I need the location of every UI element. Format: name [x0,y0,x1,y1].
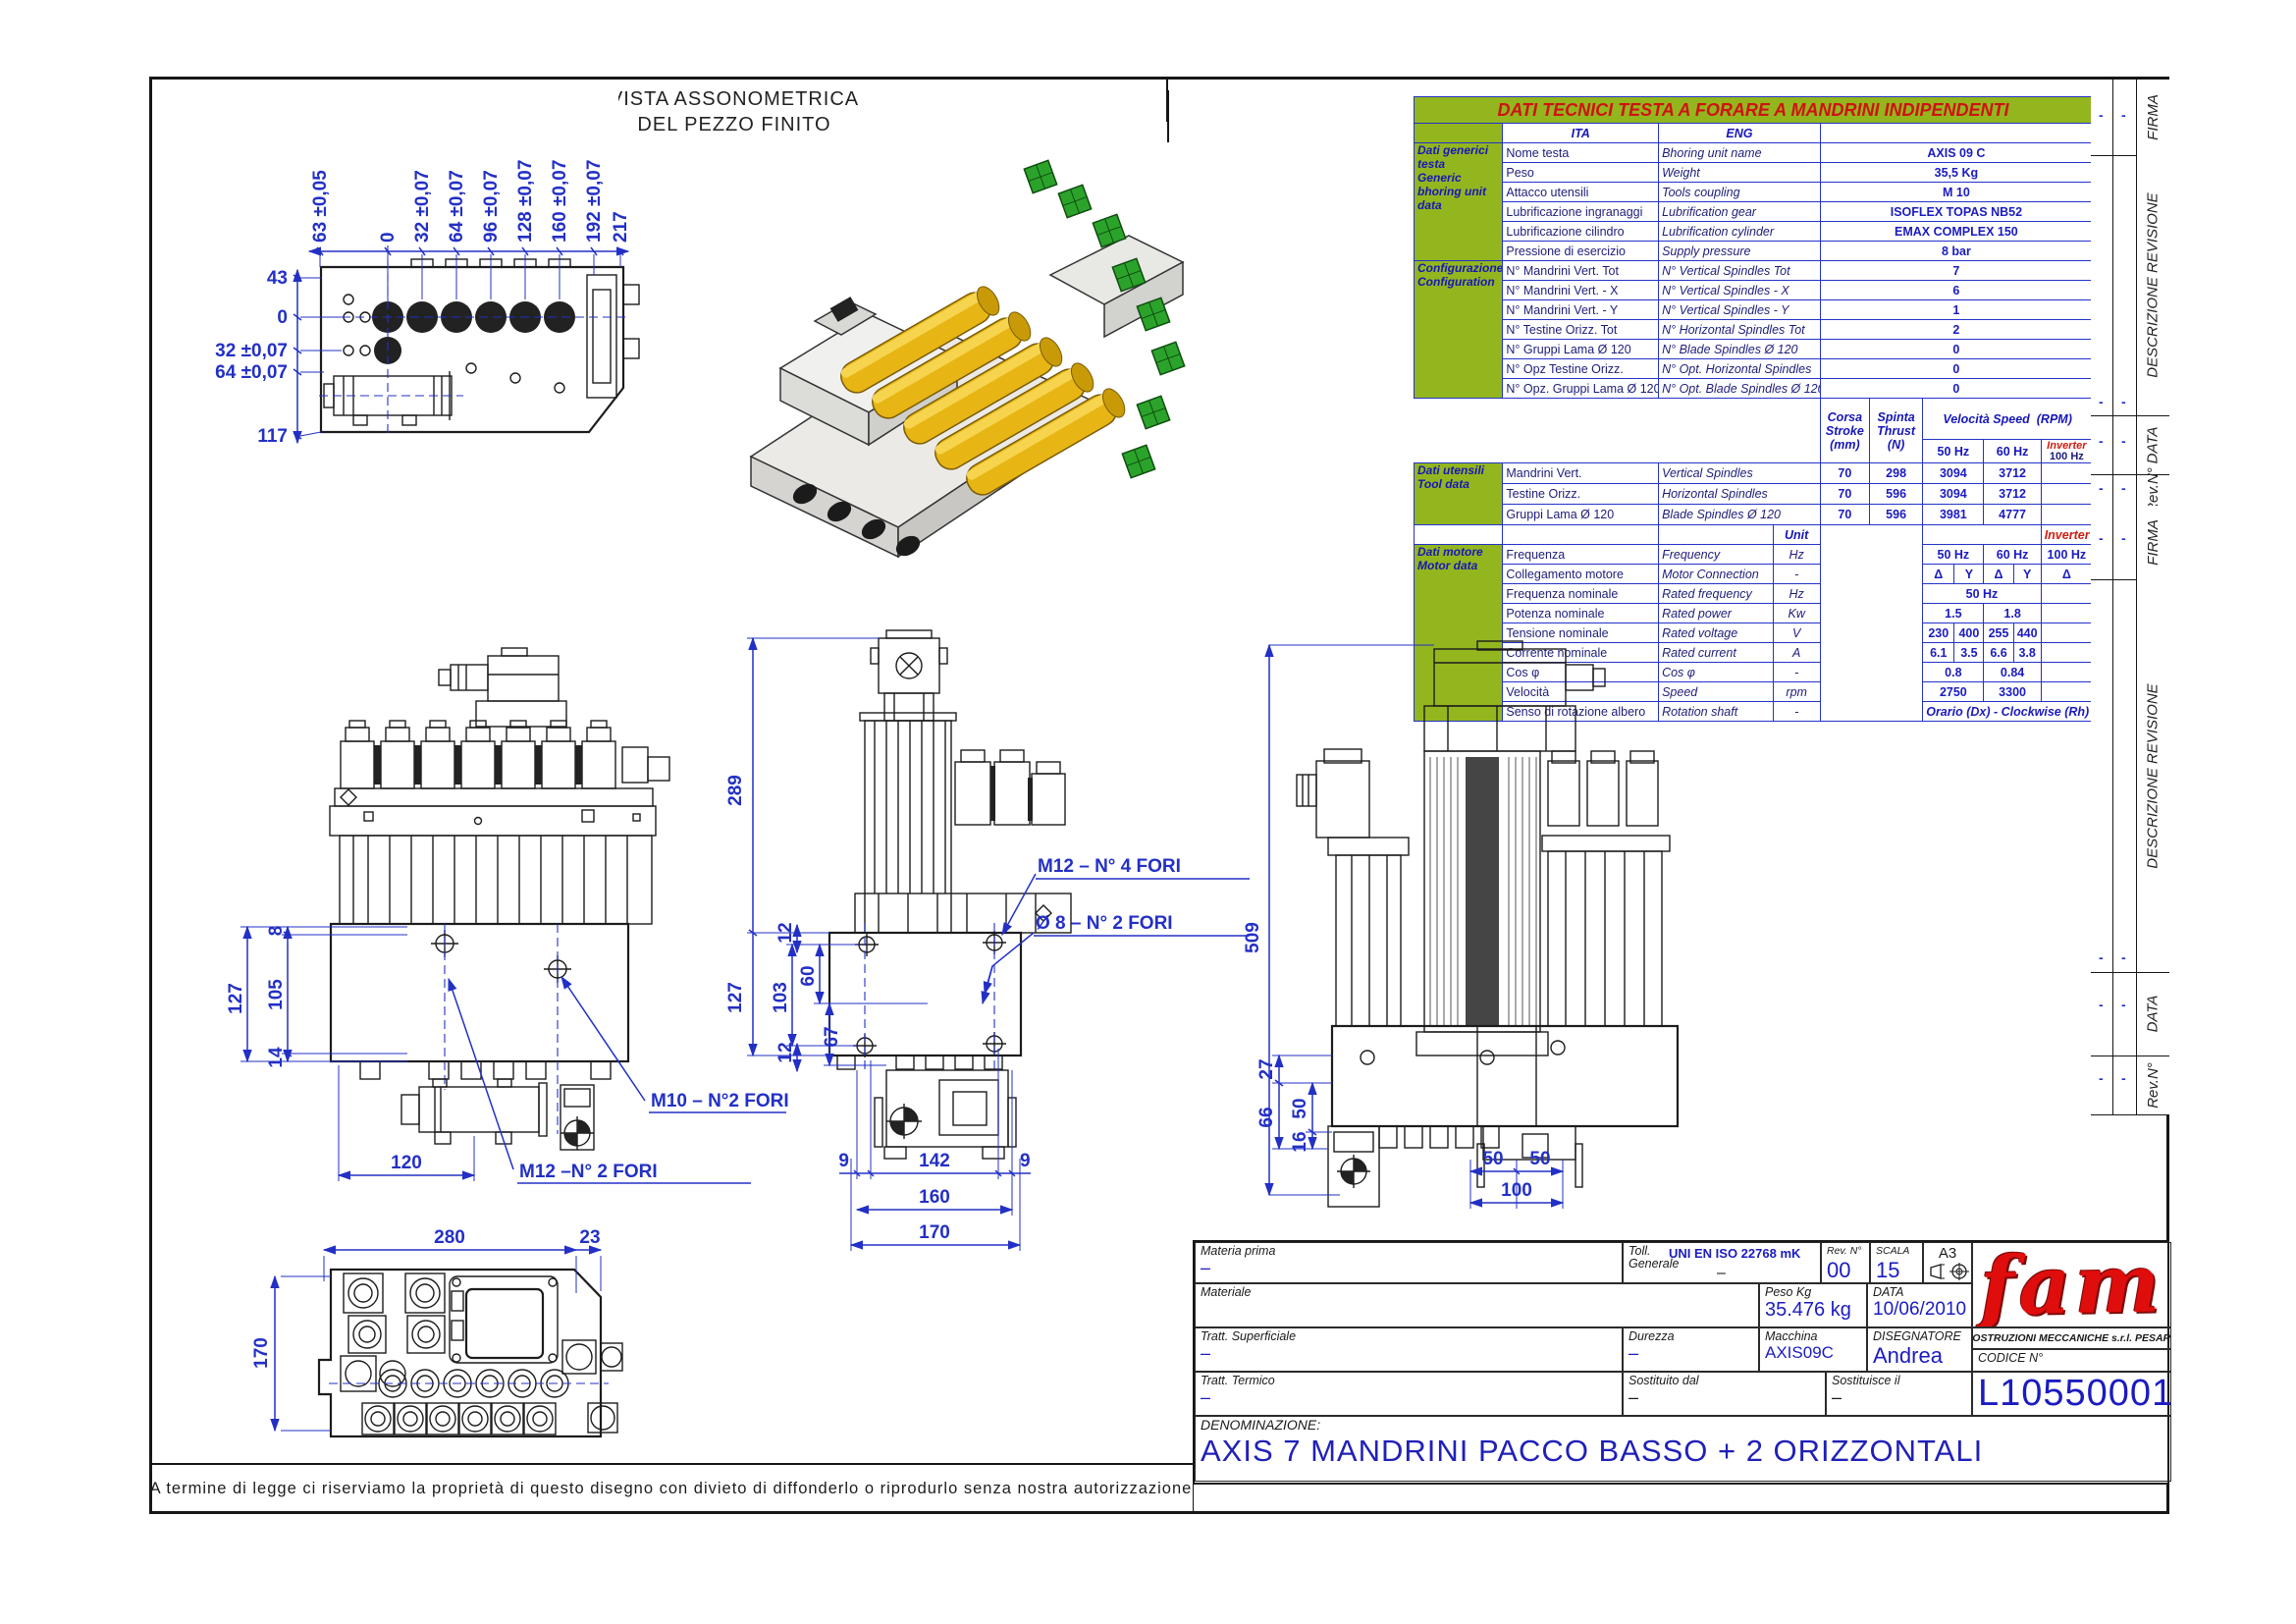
dimension-label: 509 [1243,922,1263,953]
dimension-label: 128 ±0,07 [515,160,536,243]
rev-label-data: DATA [2144,426,2162,463]
dimension-label: 9 [1020,1151,1031,1171]
dimension-label: 127 [725,982,746,1013]
company-logo: fam [1972,1242,2171,1327]
dimension-label: 127 [226,983,246,1014]
table-title: DATI TECNICI TESTA A FORARE A MANDRINI I… [1414,96,2093,124]
rev-label-firma: FIRMA [2144,94,2162,140]
dimension-label: 120 [391,1153,422,1173]
dimension-label: 142 [919,1151,950,1171]
field-sostituito-dal: Sostituito dal– [1623,1372,1826,1416]
dimension-label: 64 ±0,07 [447,170,467,243]
leader-label: M12 – N° 4 FORI [1038,856,1181,877]
dimension-label: 43 [267,268,288,289]
dimension-label: 32 ±0,07 [412,170,433,243]
top-view: 63 ±0,05 0 32 ±0,07 64 ±0,07 96 ±0,07 12… [215,160,640,447]
bottom-view: 280 23 170 [251,1227,623,1438]
iso-green-fittings [1023,159,1186,479]
revision-strip-upper: FIRMA DESCRIZIONE REVISIONE DATA Rev.N° … [2091,80,2169,513]
leader-label: M10 – N°2 FORI [651,1091,789,1111]
rev-label-firma: FIRMA [2144,519,2162,566]
dimension-label: 50 [1529,1149,1550,1169]
leader-label: M12 –N° 2 FORI [519,1162,658,1182]
field-rev: Rev. N°00 [1821,1242,1870,1283]
part-outline [317,1268,603,1438]
dimension-label: 64 ±0,07 [215,362,288,383]
field-codice: CODICE N° [1972,1349,2171,1372]
dimension-label: 105 [266,979,287,1010]
dimension-label: 67 [822,1026,842,1047]
field-tratt-superficiale: Tratt. Superficiale– [1195,1327,1623,1372]
legal-disclaimer: A termine di legge ci riserviamo la prop… [149,1463,1194,1513]
dimension-label: 9 [838,1151,849,1171]
dimension-label: 160 [919,1187,950,1208]
dimension-label: 27 [1256,1058,1277,1079]
leader-label: Ø 8 – N° 2 FORI [1036,913,1173,934]
dimension-label: 8 [266,926,287,937]
technical-data-table: DATI TECNICI TESTA A FORARE A MANDRINI I… [1413,96,2094,722]
right-view: 509 27 66 50 16 50 50 100 [1243,640,1680,1209]
dimension-label: 63 ±0,05 [310,170,331,243]
dimension-label: 50 [1290,1098,1310,1118]
rev-label-revn: Rev.N° [2144,1061,2162,1109]
field-sheet-format: A3 [1923,1242,1972,1283]
dimension-label: 96 ±0,07 [481,170,502,243]
dimension-label: 170 [251,1337,272,1369]
field-denominazione: DENOMINAZIONE:AXIS 7 MANDRINI PACCO BASS… [1195,1416,2171,1482]
dimension-label: 60 [798,965,819,986]
dimension-label: 32 ±0,07 [215,341,288,361]
dimension-label: 100 [1501,1180,1532,1201]
dimension-label: 280 [434,1227,465,1248]
rev-label-descrizione: DESCRIZIONE REVISIONE [2144,192,2162,378]
dimension-label: 217 [611,211,631,243]
dimension-label: 50 [1482,1149,1503,1169]
field-materia-prima: Materia prima– [1195,1242,1623,1283]
field-durezza: Durezza– [1623,1327,1759,1372]
dimension-label: 14 [266,1047,287,1068]
dimension-label: 170 [919,1222,950,1243]
dimension-label: 192 ±0,07 [584,160,605,243]
center-view: 289 127 12 103 60 67 12 9 142 9 160 170 … [725,629,1250,1251]
dimension-label: 0 [277,307,288,328]
isometric-view: VISTA ASSONOMETRICA DEL PEZZO FINITO [618,88,1186,559]
field-sostituisce-il: Sostituisce il– [1826,1372,1972,1416]
rev-label-data: DATA [2144,995,2162,1033]
dimension-label: 12 [775,922,796,943]
field-materiale: Materiale [1195,1283,1759,1327]
company-name: COSTRUZIONI MECCANICHE s.r.l. PESARO [1972,1327,2171,1349]
dimension-label: 103 [771,982,791,1013]
revision-strip-lower: FIRMA DESCRIZIONE REVISIONE DATA Rev.N° … [2091,506,2169,1115]
projection-symbol-icon [1930,1263,1969,1280]
dimension-label: 160 ±0,07 [550,160,570,243]
dimension-label: 16 [1290,1131,1310,1152]
part-outline [319,265,625,434]
dimension-label: 66 [1256,1107,1277,1127]
codice-value: L10550001 [1972,1372,2171,1416]
rev-label-descrizione: DESCRIZIONE REVISIONE [2144,682,2162,869]
dimension-label: 289 [725,775,746,806]
dimension-label: 12 [775,1042,796,1062]
iso-caption-line2: DEL PEZZO FINITO [637,114,830,135]
dimension-label: 0 [378,232,399,243]
field-tratt-termico: Tratt. Termico– [1195,1372,1623,1416]
iso-caption-line1: VISTA ASSONOMETRICA [618,88,859,110]
dimension-label: 117 [257,426,288,447]
drawing-title: AXIS 7 MANDRINI PACCO BASSO + 2 ORIZZONT… [1201,1434,1984,1468]
front-view: 127 8 105 14 120 M10 – N°2 FORI M12 –N° … [226,647,789,1184]
iso-cylinders [840,286,1126,496]
dimension-label: 23 [579,1227,600,1248]
